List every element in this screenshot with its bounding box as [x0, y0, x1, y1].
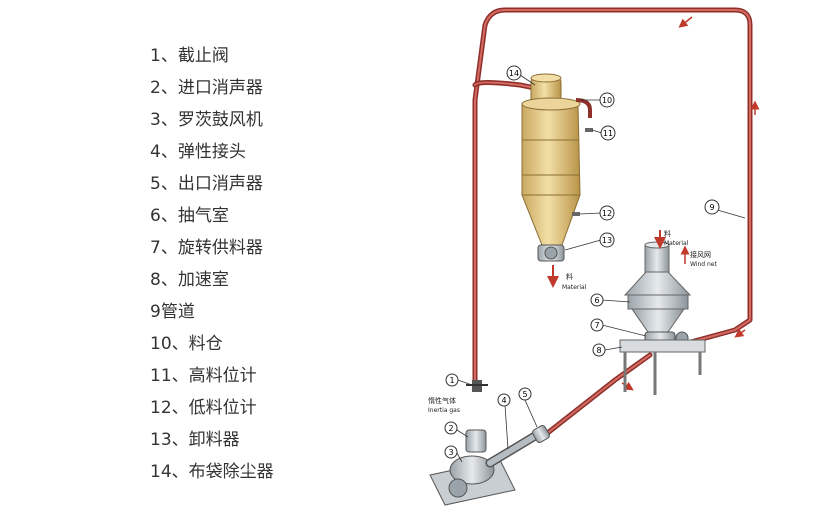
svg-text:3: 3 — [448, 448, 453, 457]
legend-item-13: 13、卸料器 — [150, 430, 240, 450]
material-top-label-en: Material — [664, 240, 689, 247]
extraction-chamber — [623, 271, 692, 296]
legend-item-4: 4、弹性接头 — [150, 142, 246, 162]
legend-item-8: 8、加速室 — [150, 270, 229, 290]
legend-item-6: 6、抽气室 — [150, 206, 229, 226]
inert-gas-label-cn: 惰性气体 — [428, 396, 456, 405]
callout-3: 3 — [444, 445, 458, 459]
silo-body — [521, 103, 581, 196]
silo-inlet-pipe — [575, 98, 592, 118]
svg-text:14: 14 — [509, 69, 519, 78]
flow-arrow-right — [734, 328, 746, 338]
callout-1: 1 — [445, 373, 459, 387]
svg-text:7: 7 — [594, 321, 599, 330]
callout-8: 8 — [592, 343, 606, 357]
legend-item-12: 12、低料位计 — [150, 398, 257, 418]
svg-text:11: 11 — [603, 129, 613, 138]
material-out-label-cn: 料 — [566, 272, 573, 281]
svg-text:1: 1 — [449, 376, 454, 385]
discharger-wheel — [544, 246, 558, 260]
svg-text:10: 10 — [602, 96, 612, 105]
blower-assembly — [429, 380, 550, 506]
feeder-station — [619, 230, 706, 395]
low-level-sensor — [572, 212, 580, 216]
callout-6: 6 — [590, 293, 604, 307]
material-out-label-en: Material — [562, 284, 587, 291]
svg-text:8: 8 — [596, 346, 601, 355]
blower-motor — [448, 478, 468, 498]
rotary-feeder-cone — [631, 308, 685, 333]
silo-vessel — [521, 73, 593, 288]
silo-top-rim — [521, 97, 581, 111]
svg-text:5: 5 — [522, 390, 527, 399]
callout-10: 10 — [599, 92, 615, 108]
flow-arrow-top — [678, 16, 693, 28]
annotations: 惰性气体 Inertia gas 料 Material 接风网 Wind net… — [428, 229, 717, 414]
svg-text:12: 12 — [602, 209, 612, 218]
legend-item-10: 10、料仓 — [150, 334, 223, 354]
legend-item-11: 11、高料位计 — [150, 366, 257, 386]
material-top-label-cn: 料 — [664, 229, 671, 238]
legend-item-1: 1、截止阀 — [150, 46, 229, 66]
svg-text:13: 13 — [602, 236, 612, 245]
svg-text:2: 2 — [448, 424, 453, 433]
inert-gas-label-en: Inertia gas — [428, 407, 460, 414]
callout-14: 14 — [506, 65, 522, 81]
high-level-sensor — [585, 128, 593, 132]
svg-text:6: 6 — [594, 296, 599, 305]
silo-cone — [521, 194, 581, 246]
roots-blower — [449, 455, 495, 485]
legend-list: 1、截止阀 2、进口消声器 3、罗茨鼓风机 4、弹性接头 5、出口消声器 6、抽… — [150, 40, 380, 488]
inlet-silencer — [465, 429, 487, 453]
callouts: 14 10 11 12 13 9 6 7 8 1 2 3 4 5 — [444, 65, 720, 459]
svg-text:9: 9 — [709, 203, 714, 212]
feed-hopper-neck — [644, 244, 670, 274]
wind-net-label-cn: 接风网 — [690, 250, 711, 259]
legend-item-7: 7、旋转供料器 — [150, 238, 263, 258]
wind-net-label-en: Wind net — [690, 261, 717, 268]
callout-4: 4 — [497, 393, 511, 407]
accelerating-chamber-frame — [619, 339, 706, 353]
conveying-pipe — [472, 7, 753, 438]
callout-13: 13 — [599, 232, 615, 248]
callout-9: 9 — [704, 199, 720, 215]
callout-12: 12 — [599, 205, 615, 221]
svg-text:4: 4 — [501, 396, 506, 405]
legend-item-9: 9管道 — [150, 302, 195, 322]
callout-5: 5 — [518, 387, 532, 401]
callout-2: 2 — [444, 421, 458, 435]
outlet-silencer — [532, 425, 550, 443]
legend-item-5: 5、出口消声器 — [150, 174, 263, 194]
legend-item-3: 3、罗茨鼓风机 — [150, 110, 263, 130]
dust-collector-cap — [530, 73, 562, 83]
callout-7: 7 — [590, 318, 604, 332]
extraction-chamber-body — [627, 294, 689, 310]
callout-11: 11 — [600, 125, 616, 141]
legend-item-2: 2、进口消声器 — [150, 78, 263, 98]
legend-item-14: 14、布袋除尘器 — [150, 462, 274, 482]
